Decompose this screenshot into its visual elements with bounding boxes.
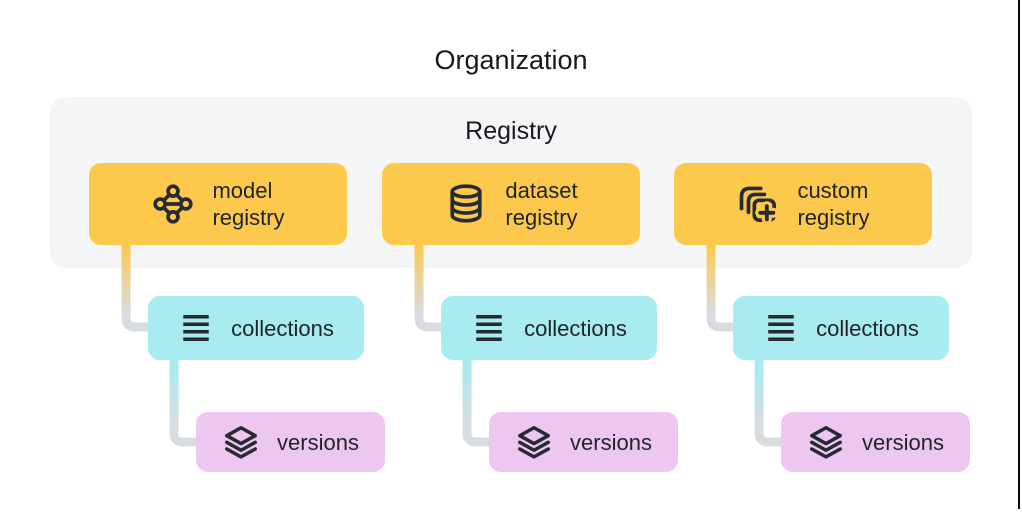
versions-node-1: versions xyxy=(196,412,385,472)
collections-node-2: collections xyxy=(441,296,657,360)
layers-icon xyxy=(515,423,553,461)
versions-label: versions xyxy=(570,429,652,455)
list-lines-icon xyxy=(178,310,214,346)
collections-node-3: collections xyxy=(733,296,949,360)
diagram-title: Organization xyxy=(434,45,588,75)
collections-node-1: collections xyxy=(148,296,364,360)
layers-icon xyxy=(222,423,260,461)
screen-edge-line xyxy=(1018,0,1020,509)
model-graph-icon xyxy=(151,182,195,226)
layers-icon xyxy=(807,423,845,461)
collections-label: collections xyxy=(231,315,334,341)
list-lines-icon xyxy=(471,310,507,346)
versions-node-3: versions xyxy=(781,412,970,472)
versions-label: versions xyxy=(277,429,359,455)
database-icon xyxy=(444,182,488,226)
list-lines-icon xyxy=(763,310,799,346)
versions-label: versions xyxy=(862,429,944,455)
collections-label: collections xyxy=(816,315,919,341)
versions-node-2: versions xyxy=(489,412,678,472)
copy-plus-icon xyxy=(736,182,780,226)
registry-panel-label: Registry xyxy=(465,117,557,145)
collections-label: collections xyxy=(524,315,627,341)
